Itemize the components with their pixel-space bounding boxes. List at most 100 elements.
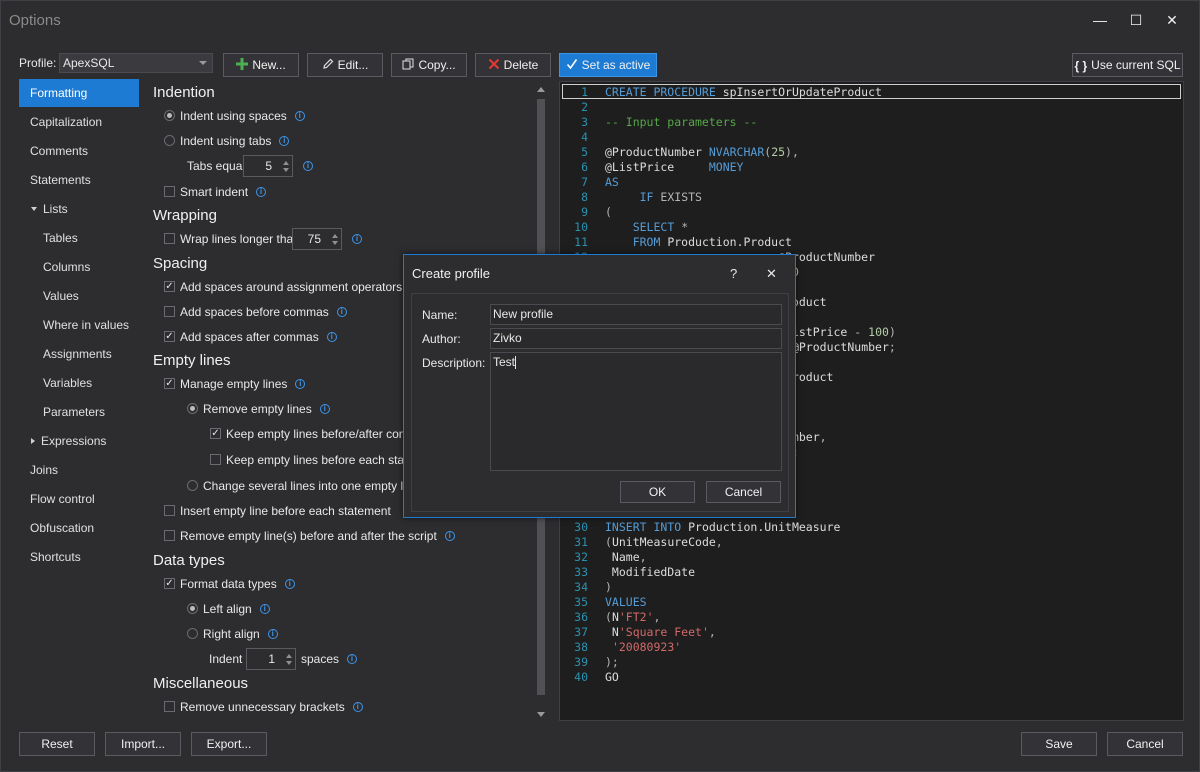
sidebar-item-values[interactable]: Values — [43, 289, 79, 303]
tabs-equal-info[interactable]: i — [295, 156, 313, 176]
sidebar-item-obfuscation[interactable]: Obfuscation — [30, 521, 95, 535]
copy-profile-button[interactable]: Copy... — [391, 53, 467, 77]
info-icon[interactable]: i — [352, 233, 362, 244]
new-profile-button[interactable]: New... — [223, 53, 299, 77]
keep-before-after-checkbox[interactable]: ✓Keep empty lines before/after comme — [210, 424, 425, 444]
keep-before-each-checkbox[interactable]: Keep empty lines before each statem — [210, 450, 424, 470]
spin-down-icon[interactable] — [332, 241, 338, 245]
delete-profile-button[interactable]: Delete — [475, 53, 551, 77]
checkbox-icon[interactable] — [164, 186, 175, 198]
sidebar-item-capitalization[interactable]: Capitalization — [30, 115, 103, 129]
dialog-cancel-button[interactable]: Cancel — [706, 481, 781, 503]
checkbox-checked-icon[interactable]: ✓ — [164, 378, 175, 390]
spin-up-icon[interactable] — [283, 161, 289, 165]
radio-selected-icon[interactable] — [164, 110, 175, 122]
checkbox-icon[interactable] — [164, 701, 175, 713]
sidebar-item-tables[interactable]: Tables — [43, 231, 78, 245]
radio-icon[interactable] — [187, 628, 198, 640]
scroll-up-icon[interactable] — [537, 87, 545, 92]
checkbox-checked-icon[interactable]: ✓ — [164, 578, 175, 590]
sidebar-item-comments[interactable]: Comments — [30, 144, 89, 158]
sidebar-item-shortcuts[interactable]: Shortcuts — [30, 550, 81, 564]
collapsed-caret-icon[interactable] — [31, 438, 35, 445]
info-icon[interactable]: i — [256, 186, 267, 197]
info-icon[interactable]: i — [336, 306, 347, 317]
sidebar-item-statements[interactable]: Statements — [30, 173, 91, 187]
spin-down-icon[interactable] — [283, 168, 289, 172]
insert-before-checkbox[interactable]: Insert empty line before each statementi — [164, 501, 417, 521]
checkbox-icon[interactable] — [210, 454, 221, 466]
profile-select[interactable]: ApexSQL — [59, 53, 213, 73]
help-icon[interactable]: ? — [730, 266, 738, 281]
info-icon[interactable]: i — [294, 110, 305, 121]
radio-selected-icon[interactable] — [187, 403, 198, 415]
info-icon[interactable]: i — [444, 530, 455, 541]
description-field[interactable]: Test — [490, 352, 782, 471]
reset-button[interactable]: Reset — [19, 732, 95, 756]
wrap-lines-checkbox[interactable]: Wrap lines longer than — [164, 229, 300, 249]
minimize-icon[interactable]: — — [1093, 12, 1107, 28]
info-icon[interactable]: i — [259, 603, 270, 614]
checkbox-icon[interactable] — [164, 233, 175, 245]
checkbox-checked-icon[interactable]: ✓ — [164, 331, 175, 343]
sidebar-item-variables[interactable]: Variables — [43, 376, 93, 390]
cancel-button[interactable]: Cancel — [1107, 732, 1183, 756]
tabs-equal-stepper[interactable]: 5 — [243, 155, 293, 177]
set-active-button[interactable]: Set as active — [559, 53, 657, 77]
sidebar-item-formatting[interactable]: Formatting — [19, 79, 139, 107]
sidebar-item-columns[interactable]: Columns — [43, 260, 91, 274]
checkbox-checked-icon[interactable]: ✓ — [164, 281, 175, 293]
sidebar-item-lists[interactable]: Lists — [19, 195, 139, 223]
checkbox-icon[interactable] — [164, 505, 175, 517]
edit-profile-button[interactable]: Edit... — [307, 53, 383, 77]
spin-down-icon[interactable] — [286, 661, 292, 665]
dialog-close-icon[interactable]: ✕ — [766, 266, 777, 281]
expanded-caret-icon[interactable] — [31, 207, 37, 212]
radio-selected-icon[interactable] — [187, 603, 198, 615]
wrap-lines-stepper[interactable]: 75 — [292, 228, 342, 250]
info-icon[interactable]: i — [319, 403, 330, 414]
sidebar-item-where-in-values[interactable]: Where in values — [43, 318, 130, 332]
info-icon[interactable]: i — [267, 628, 278, 639]
import-button[interactable]: Import... — [105, 732, 181, 756]
sidebar-item-parameters[interactable]: Parameters — [43, 405, 106, 419]
info-icon[interactable]: i — [303, 160, 313, 171]
checkbox-icon[interactable] — [164, 306, 175, 318]
wrap-lines-info[interactable]: i — [344, 229, 362, 249]
sidebar-item-joins[interactable]: Joins — [30, 463, 59, 477]
use-current-sql-button[interactable]: { }Use current SQL — [1072, 53, 1183, 77]
ok-button[interactable]: OK — [620, 481, 695, 503]
spin-up-icon[interactable] — [286, 654, 292, 658]
info-icon[interactable]: i — [326, 331, 337, 342]
info-icon[interactable]: i — [352, 701, 363, 712]
remove-before-after-script-checkbox[interactable]: Remove empty line(s) before and after th… — [164, 526, 455, 546]
spaces-assignment-checkbox[interactable]: ✓Add spaces around assignment operatorsi — [164, 277, 421, 297]
name-field[interactable]: New profile — [490, 304, 782, 325]
author-field[interactable]: Zivko — [490, 328, 782, 349]
sidebar-item-flow-control[interactable]: Flow control — [30, 492, 95, 506]
spin-up-icon[interactable] — [332, 234, 338, 238]
checkbox-checked-icon[interactable]: ✓ — [210, 428, 221, 440]
checkbox-icon[interactable] — [164, 530, 175, 542]
info-icon[interactable]: i — [279, 135, 290, 146]
save-button[interactable]: Save — [1021, 732, 1097, 756]
close-icon[interactable]: ✕ — [1166, 12, 1178, 28]
info-icon[interactable]: i — [284, 578, 295, 589]
radio-icon[interactable] — [164, 135, 175, 147]
change-several-radio[interactable]: Change several lines into one empty line — [187, 476, 419, 496]
maximize-icon[interactable]: ☐ — [1129, 12, 1143, 28]
radio-icon[interactable] — [187, 480, 198, 492]
info-icon[interactable]: i — [347, 653, 358, 664]
sidebar-item-assignments[interactable]: Assignments — [43, 347, 112, 361]
info-icon[interactable]: i — [295, 378, 306, 389]
